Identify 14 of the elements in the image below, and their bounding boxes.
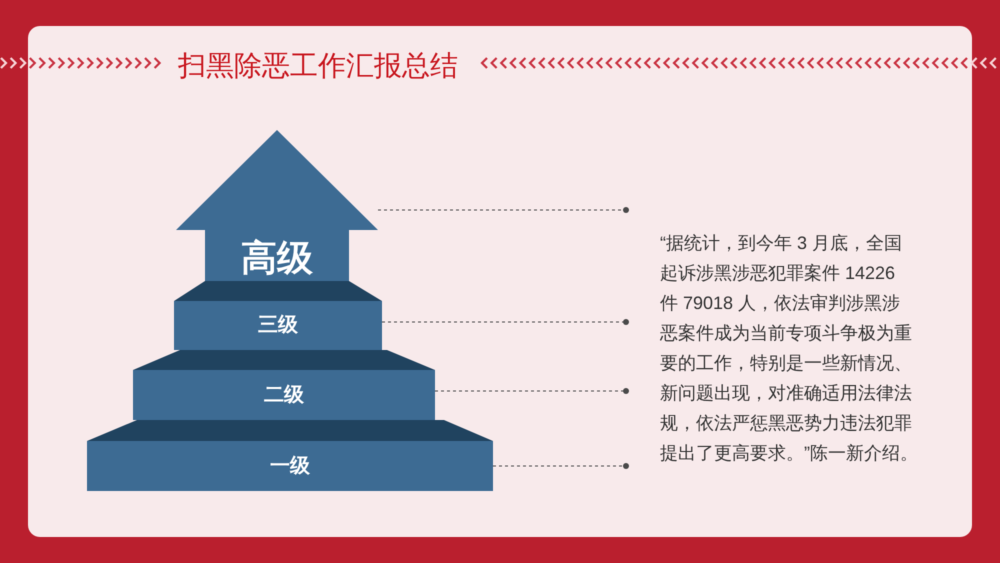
level-label: 三级 [258, 314, 298, 337]
leader-line [434, 388, 629, 394]
leader-line [382, 319, 629, 325]
paragraph: “据统计，到今年 3 月底，全国起诉涉黑涉恶犯罪案件 14226 件 79018 人，依法审判涉黑涉恶案件成为当前专项斗争极为重要的工作，特别是一些新情况、新问题出现，对准确适用法律法规，依法严惩黑恶势力违法犯罪提出了更高要求。”陈一新介绍。 [660, 232, 918, 465]
leader-line [492, 463, 629, 469]
level-label: 高级 [241, 237, 313, 279]
arrow-shape [176, 130, 378, 281]
leader-line [378, 207, 629, 213]
level-label: 一级 [270, 454, 310, 478]
step-block [133, 350, 435, 420]
step-block [174, 281, 382, 350]
level-label: 二级 [264, 384, 304, 406]
step-block [87, 420, 493, 491]
title: 扫黑除恶工作汇报总结 [178, 49, 458, 83]
